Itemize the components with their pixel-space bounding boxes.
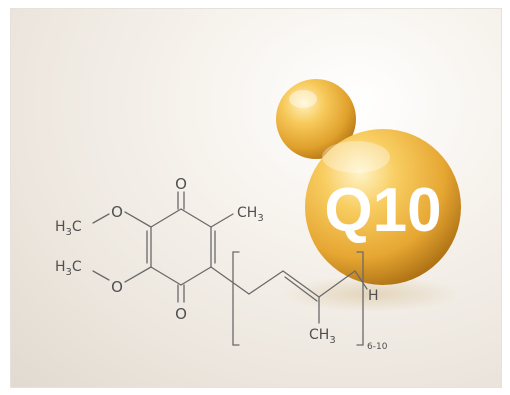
- small-sphere: [276, 79, 356, 159]
- coq10-illustration: Q10: [55, 79, 461, 352]
- large-sphere: [305, 129, 461, 285]
- repeat-subscript: 6-10: [367, 342, 388, 352]
- image-frame: Q10: [10, 8, 502, 388]
- molecule-bonds: [92, 191, 368, 346]
- sphere-shadow: [281, 276, 461, 312]
- methoxy-bottom-label: H3C: [55, 259, 82, 278]
- terminal-hydrogen: H: [368, 288, 379, 304]
- carbonyl-bottom-o: O: [175, 305, 187, 323]
- q10-label: Q10: [324, 176, 441, 245]
- chain-methyl-label: CH3: [309, 327, 336, 346]
- methoxy-top-label: H3C: [55, 219, 82, 238]
- methoxy-top-oxygen: O: [111, 203, 123, 221]
- methoxy-bottom-oxygen: O: [111, 278, 123, 296]
- carbonyl-top-o: O: [175, 175, 187, 193]
- ring-methyl-label: CH3: [237, 205, 264, 224]
- small-sphere-highlight: [289, 90, 317, 108]
- molecule-labels: O O O H3C O H3C CH3 CH3 H 6-10: [55, 175, 388, 352]
- large-sphere-highlight: [322, 141, 390, 173]
